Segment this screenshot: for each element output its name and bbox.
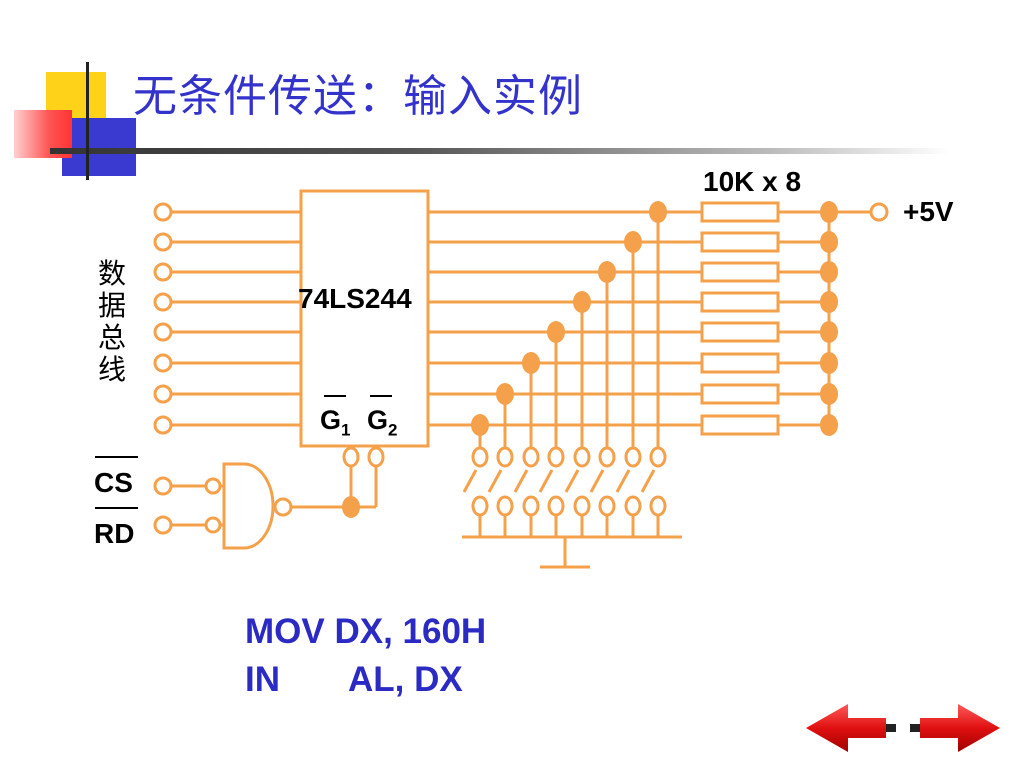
chip-label: 74LS244 [298, 283, 412, 314]
bus-label-char: 据 [98, 289, 127, 322]
code-line-2-args: AL, DX [348, 660, 463, 699]
bus-terminal [153, 232, 173, 252]
left-arrow-icon[interactable] [806, 704, 896, 752]
bus-terminal [153, 202, 173, 222]
resistor-label: 10K x 8 [703, 166, 802, 197]
bus-label-char: 数 [98, 257, 127, 290]
junction-dot [820, 321, 838, 343]
switch-contact [598, 446, 616, 468]
chip-74ls244-body [299, 189, 430, 448]
junction-dot [496, 383, 514, 405]
bus-terminal [153, 384, 173, 404]
junction-dot [547, 321, 565, 343]
junction-dot [820, 231, 838, 253]
code-line-1: MOV DX, 160H [245, 612, 487, 651]
rd-label: RD [94, 518, 135, 549]
switch-contact [547, 446, 565, 468]
switch-contact [649, 446, 667, 468]
bus-terminal [153, 353, 173, 373]
inversion-bubble [273, 497, 293, 517]
bus-terminal [153, 322, 173, 342]
switch-contact [496, 446, 514, 468]
right-arrow-icon[interactable] [910, 704, 1000, 752]
g2-label: G2 [367, 405, 398, 440]
code-line-2-op: IN [245, 660, 280, 699]
switch-contact [624, 446, 642, 468]
vertical-rule [86, 62, 89, 180]
junction-dot [649, 201, 667, 223]
switch-contact [573, 495, 591, 517]
rd-terminal [153, 515, 173, 535]
switch-contact [624, 495, 642, 517]
junction-dot [820, 261, 838, 283]
switch-contact [649, 495, 667, 517]
inversion-bubble [204, 477, 222, 495]
vcc-label: +5V [903, 196, 954, 227]
blue-square-decoration [62, 118, 136, 176]
title-underline [50, 148, 950, 154]
junction-dot [820, 201, 838, 223]
switch-contact [496, 495, 514, 517]
switch-contact [522, 446, 540, 468]
bus-terminal [153, 415, 173, 435]
cs-label: CS [94, 467, 133, 498]
bus-label-char: 线 [98, 353, 127, 386]
junction-dot [573, 291, 591, 313]
g1-pin [342, 446, 360, 468]
junction-dot [820, 352, 838, 374]
junction-dot [820, 291, 838, 313]
g1-label: G1 [320, 405, 351, 440]
switch-contact [547, 495, 565, 517]
inversion-bubble [204, 516, 222, 534]
nand-gate [222, 462, 275, 550]
junction-dot [820, 383, 838, 405]
junction-dot [342, 496, 360, 518]
bus-terminal [153, 262, 173, 282]
bus-terminal [153, 292, 173, 312]
g2-pin [367, 446, 385, 468]
switch-contact [573, 446, 591, 468]
vcc-terminal [869, 202, 889, 222]
switch-contact [471, 446, 489, 468]
cs-terminal [153, 476, 173, 496]
bus-label-char: 总 [98, 321, 127, 354]
junction-dot [522, 352, 540, 374]
junction-dot [820, 414, 838, 436]
switch-contact [471, 495, 489, 517]
switch-contact [598, 495, 616, 517]
page-title: 无条件传送：输入实例 [133, 71, 583, 122]
switch-contact [522, 495, 540, 517]
junction-dot [471, 414, 489, 436]
junction-dot [598, 261, 616, 283]
junction-dot [624, 231, 642, 253]
